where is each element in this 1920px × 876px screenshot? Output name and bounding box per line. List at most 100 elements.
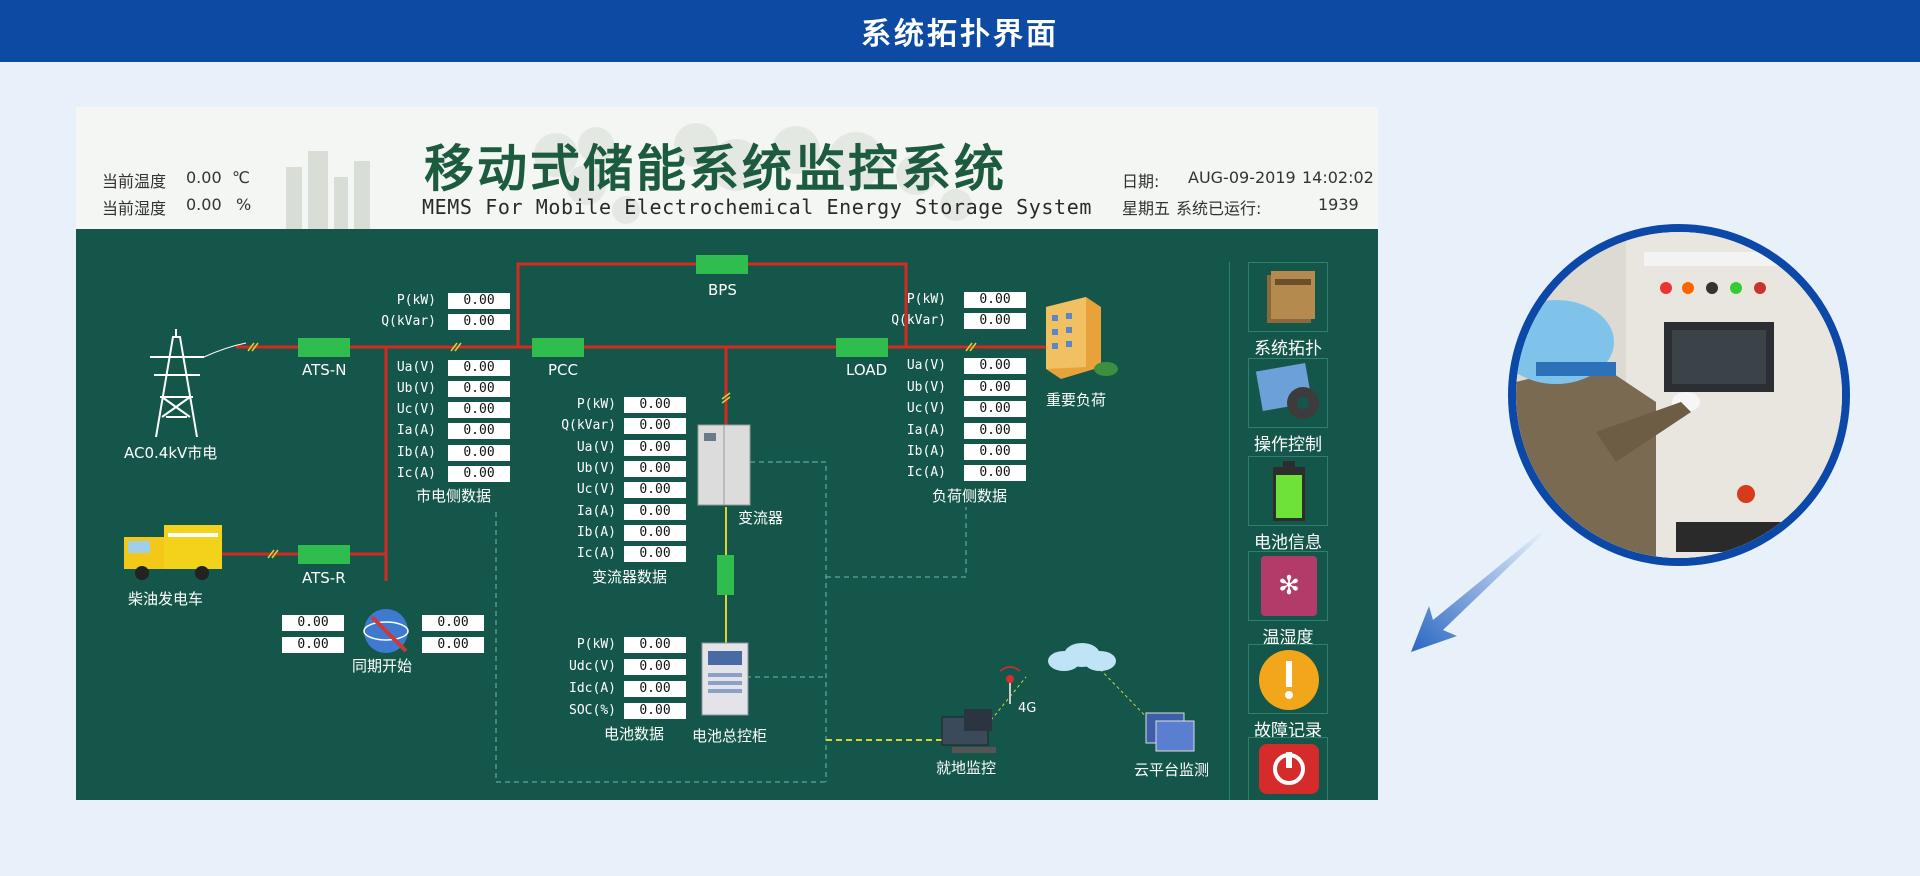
warning-icon (1248, 644, 1328, 714)
bat-p-value: 0.00 (624, 637, 686, 653)
svg-text:✻: ✻ (1278, 571, 1300, 601)
battery-cabinet-label: 电池总控柜 (692, 727, 768, 745)
grid-ub-value: 0.00 (448, 381, 510, 397)
load-ua-label: Ua(V) (906, 358, 946, 373)
conv-ua-value: 0.00 (624, 440, 686, 456)
time-value: 14:02:02 (1302, 168, 1374, 187)
load-ua-value: 0.00 (964, 358, 1026, 374)
sync-globe-icon (363, 609, 409, 653)
load-p-label: P(kW) (906, 292, 946, 307)
diesel-truck-icon (124, 525, 222, 580)
antenna-icon (999, 666, 1021, 704)
conv-ua-label: Ua(V) (576, 440, 616, 455)
conv-ub-value: 0.00 (624, 461, 686, 477)
battery-panel-title: 电池数据 (604, 725, 665, 743)
menu-item-power[interactable] (1236, 737, 1340, 800)
bat-idc-value: 0.00 (624, 681, 686, 697)
humidity-value: 0.00 (186, 195, 222, 214)
converter-cabinet-icon (697, 424, 751, 506)
building-watermark (286, 151, 370, 229)
page-banner: 系统拓扑界面 (0, 0, 1920, 62)
power-tower-icon (150, 329, 247, 438)
topology-wiring (124, 262, 1195, 783)
world-map-watermark (534, 123, 972, 224)
temp-label: 当前温度 (102, 172, 167, 191)
grid-p-label: P(kW) (396, 293, 436, 308)
important-load-label: 重要负荷 (1046, 391, 1107, 409)
menu-item-battery[interactable]: 电池信息 (1236, 456, 1340, 553)
building-icon (1046, 297, 1118, 379)
temp-value: 0.00 (186, 168, 222, 187)
ats-n-label: ATS-N (302, 361, 347, 379)
ats-n-switch[interactable] (298, 338, 350, 357)
battery-icon (1248, 456, 1328, 526)
conv-p-label: P(kW) (576, 397, 616, 412)
bat-idc-label: Idc(A) (569, 681, 616, 696)
runtime-label: 系统已运行: (1176, 199, 1262, 218)
pcc-switch[interactable] (532, 338, 584, 357)
weekday: 星期五 (1122, 199, 1171, 218)
grid-ua-label: Ua(V) (396, 360, 436, 375)
sync-start-label[interactable]: 同期开始 (352, 657, 413, 675)
load-ib-label: Ib(A) (906, 444, 946, 459)
conv-uc-label: Uc(V) (576, 482, 616, 497)
sync-right-value-1: 0.00 (422, 615, 484, 631)
power-icon (1248, 737, 1328, 800)
sync-right-value-2: 0.00 (422, 637, 484, 653)
converter-panel-title: 变流器数据 (592, 568, 668, 586)
operator-photo (1508, 224, 1850, 566)
grid-ia-value: 0.00 (448, 423, 510, 439)
load-ub-label: Ub(V) (906, 380, 946, 395)
humidity-unit: % (236, 195, 252, 214)
grid-ic-value: 0.00 (448, 466, 510, 482)
menu-item-temp-humidity[interactable]: ✻ 温湿度 (1236, 551, 1340, 648)
system-title: 移动式储能系统监控系统 (424, 140, 1007, 198)
page-title: 系统拓扑界面 (861, 17, 1059, 52)
bat-soc-label: SOC(%) (569, 703, 616, 718)
conv-q-label: Q(kVar) (561, 418, 616, 433)
load-switch[interactable] (836, 338, 888, 357)
grid-label: AC0.4kV市电 (124, 444, 218, 462)
load-ib-value: 0.00 (964, 444, 1026, 460)
grid-q-value: 0.00 (448, 314, 510, 330)
screen-header: 当前温度 0.00 ℃ 当前湿度 0.00 % 移动式储能系统监控系统 MEMS… (76, 107, 1378, 229)
load-q-label: Q(kVar) (891, 313, 946, 328)
conv-ic-label: Ic(A) (576, 546, 616, 561)
menu-label-battery: 电池信息 (1254, 533, 1322, 553)
conv-ia-value: 0.00 (624, 504, 686, 520)
monitor-screen: 当前温度 0.00 ℃ 当前湿度 0.00 % 移动式储能系统监控系统 MEMS… (76, 107, 1378, 800)
converter-label: 变流器 (738, 509, 784, 527)
conv-ib-label: Ib(A) (576, 525, 616, 540)
load-q-value: 0.00 (964, 313, 1026, 329)
menu-item-control[interactable]: 操作控制 (1236, 358, 1340, 455)
load-uc-label: Uc(V) (906, 401, 946, 416)
grid-ub-label: Ub(V) (396, 381, 436, 396)
menu-label-fault-log: 故障记录 (1254, 721, 1322, 741)
grid-p-value: 0.00 (448, 293, 510, 309)
menu-label-temp-humidity: 温湿度 (1262, 628, 1314, 648)
conv-ia-label: Ia(A) (576, 504, 616, 519)
cloud-platform-icon (1145, 712, 1195, 752)
conv-ic-value: 0.00 (624, 546, 686, 562)
load-ic-label: Ic(A) (906, 465, 946, 480)
bps-label: BPS (708, 281, 737, 299)
humidity-label: 当前湿度 (102, 199, 167, 218)
local-monitor-label: 就地监控 (936, 759, 997, 777)
bat-p-label: P(kW) (576, 637, 616, 652)
grid-q-label: Q(kVar) (381, 314, 436, 329)
bat-udc-value: 0.00 (624, 659, 686, 675)
load-panel-title: 负荷侧数据 (932, 487, 1008, 505)
load-ia-value: 0.00 (964, 423, 1026, 439)
bps-switch[interactable] (696, 255, 748, 274)
4g-label: 4G (1018, 701, 1037, 716)
local-monitor-icon (941, 709, 996, 753)
ats-r-switch[interactable] (298, 545, 350, 564)
folder-stack-icon (1248, 262, 1328, 332)
date-label: 日期: (1122, 172, 1160, 191)
bat-soc-value: 0.00 (624, 703, 686, 719)
menu-item-topology[interactable]: 系统拓扑 (1236, 262, 1340, 359)
grid-ia-label: Ia(A) (396, 423, 436, 438)
operator-photo-image (1516, 232, 1842, 558)
menu-item-fault-log[interactable]: 故障记录 (1236, 644, 1340, 741)
snowflake-icon: ✻ (1248, 551, 1328, 621)
